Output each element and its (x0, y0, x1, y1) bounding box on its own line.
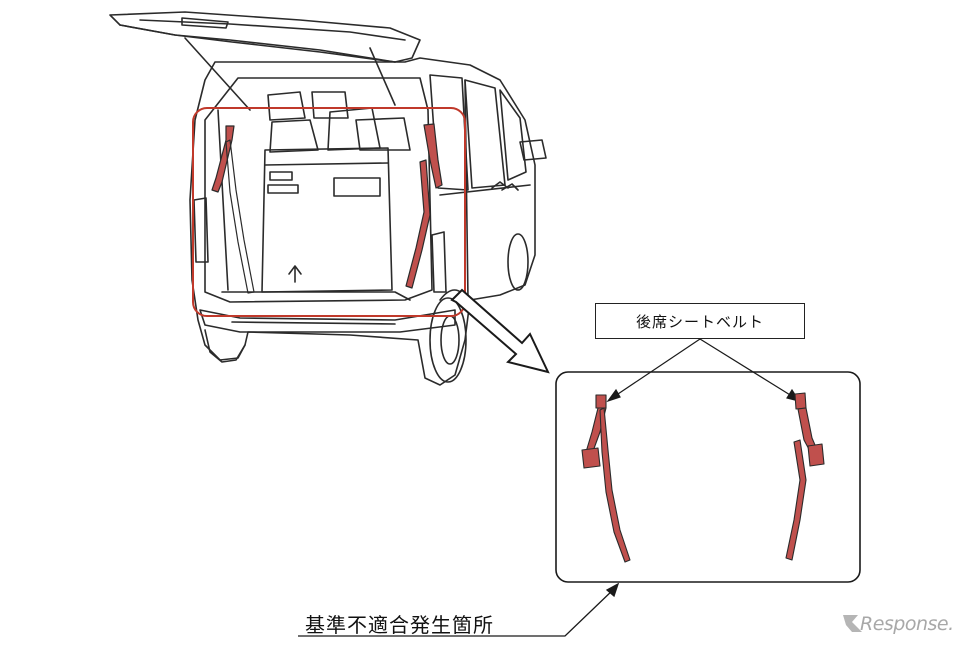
left-taillight (193, 197, 209, 263)
seat-back-left (269, 119, 319, 153)
gas-strut-left (184, 37, 251, 111)
location-arrowhead (605, 582, 620, 598)
up-arrow-icon (288, 265, 302, 283)
inset-belt-right-anchor (794, 392, 807, 410)
zoom-arrow-shape (450, 288, 550, 374)
callout-arrowhead-left (606, 388, 621, 403)
seat-back-right2 (355, 117, 411, 151)
wheel-right (429, 297, 467, 383)
van-belt-right (423, 123, 443, 189)
cargo-floor-edge (221, 291, 411, 301)
van-belt-right-lower (405, 159, 431, 289)
bumper-line (231, 321, 396, 325)
gas-strut-right (369, 47, 396, 106)
inset-box (555, 371, 861, 583)
tailgate-inner-edge (119, 24, 396, 63)
location-pointer (298, 582, 620, 637)
wheel-right-inner (440, 315, 460, 365)
side-window-front (499, 89, 527, 181)
inset-seatbelts (581, 392, 825, 563)
panel-rect-1 (269, 171, 293, 181)
highlight-rectangle (192, 107, 466, 317)
wheel-left (204, 329, 246, 363)
seat-back-right (327, 107, 381, 151)
van-seatbelts (211, 123, 443, 294)
van-belt-left (211, 125, 235, 193)
panel-rect-2 (267, 184, 299, 194)
callout-line-right (699, 338, 796, 399)
location-underline (298, 587, 616, 637)
rear-headrest-left (267, 91, 306, 121)
watermark-text: Response. (860, 613, 954, 635)
zoom-arrow (450, 288, 550, 374)
van-belt-left-lower (225, 139, 255, 294)
panel-rect-3 (333, 177, 381, 197)
door-handles (491, 181, 519, 191)
rear-seatbelt-label: 後席シートベルト (595, 303, 805, 339)
watermark-logo-mark (843, 615, 862, 632)
callout-line-left (611, 338, 701, 399)
inset-belt-left-anchor (595, 394, 607, 409)
inset-belt-right-retractor (807, 443, 825, 467)
van-illustration (109, 11, 547, 386)
body-outline (189, 57, 536, 386)
left-inner-pillar (217, 109, 229, 291)
sliding-door-line (464, 79, 469, 301)
front-wheel (507, 233, 529, 291)
inset-belt-right-strap (785, 439, 807, 561)
rear-headrest-right (311, 91, 349, 119)
tailgate-handle (181, 17, 229, 29)
folded-seat-panel (261, 147, 393, 293)
rear-opening (204, 77, 433, 303)
nonconformity-location-label: 基準不適合発生箇所 (305, 612, 494, 637)
side-window-mid (464, 79, 506, 189)
inset-belt-left-retractor (581, 447, 601, 469)
inset-belt-left-strap (599, 407, 631, 563)
tailgate-window (139, 19, 406, 41)
rear-bumper (199, 309, 456, 333)
callout-pointers (606, 338, 801, 403)
right-taillight (431, 231, 447, 293)
response-watermark: Response. (842, 611, 962, 637)
folded-seat-top (264, 162, 389, 166)
side-mirror (519, 139, 547, 161)
